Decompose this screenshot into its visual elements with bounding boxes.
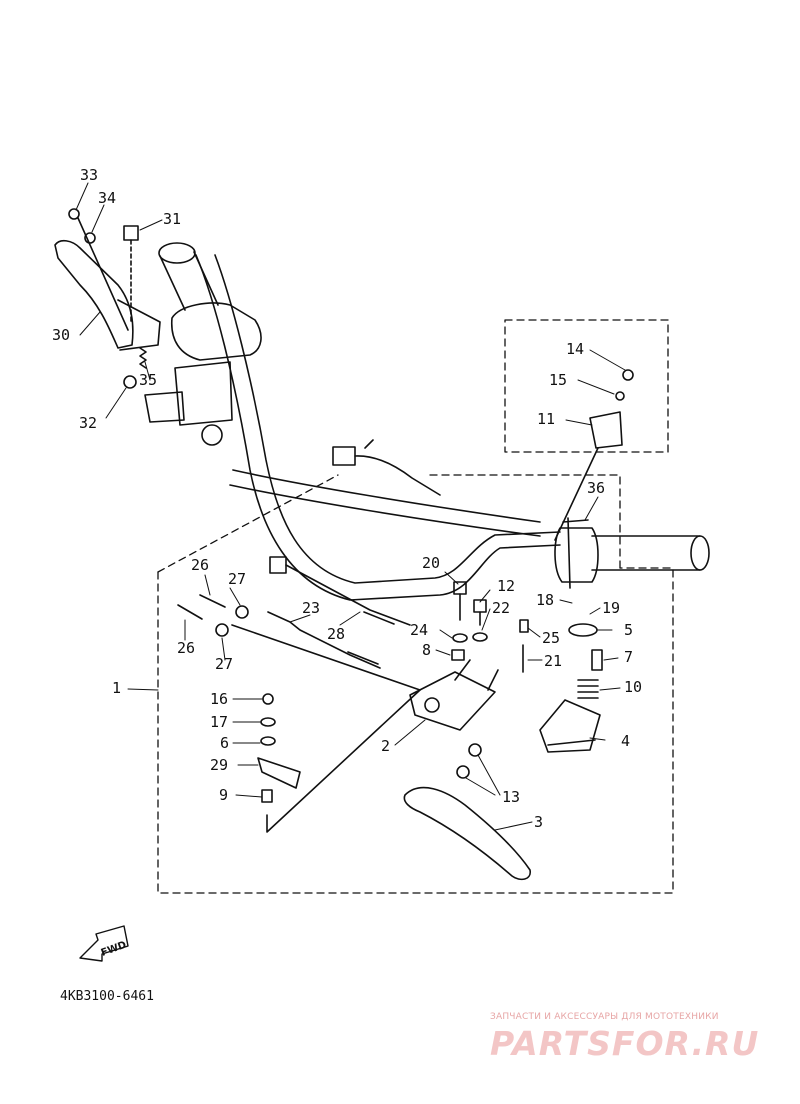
part-32-nut: [123, 375, 137, 389]
assembly-boundary-switch: [504, 319, 669, 453]
assembly-boundary-main: [157, 474, 674, 894]
diagram-code: 4KB3100-6461: [60, 989, 154, 1004]
fwd-arrow-icon: [79, 925, 129, 962]
callout-31: 31: [163, 210, 182, 228]
part-7-plunger: [591, 649, 603, 671]
part-11-switch: [554, 411, 623, 541]
part-31-bolt: [123, 225, 139, 323]
part-33-34-screw-washer: [68, 208, 129, 331]
left-grip: [144, 242, 262, 446]
callout-33: 33: [80, 166, 99, 184]
switch-wire: [332, 439, 441, 496]
callout-13: 13: [502, 788, 521, 806]
callout-16: 16: [210, 690, 229, 708]
callout-6: 6: [220, 734, 230, 752]
part-36-throttle-housing: [554, 517, 710, 589]
part-24-22-8-washers: [451, 632, 488, 661]
callout-18: 18: [536, 591, 555, 609]
handlebar: [195, 254, 561, 601]
fwd-arrow-label: FWD: [100, 940, 128, 959]
callout-7: 7: [624, 648, 634, 666]
part-3-brake-lever: [403, 786, 531, 881]
callout-2: 2: [381, 737, 391, 755]
callout-10: 10: [624, 678, 643, 696]
callout-25: 25: [542, 629, 561, 647]
callout-4: 4: [621, 732, 631, 750]
part-14-15-screw-washer: [615, 369, 634, 401]
callout-26-lower: 26: [177, 639, 196, 657]
callout-26-upper: 26: [191, 556, 210, 574]
callout-36: 36: [587, 479, 606, 497]
callout-15: 15: [549, 371, 568, 389]
callout-20: 20: [422, 554, 441, 572]
part-26-27-adjusters: [177, 594, 249, 637]
callout-32: 32: [79, 414, 98, 432]
callout-14: 14: [566, 340, 585, 358]
part-30-lever: [54, 239, 161, 351]
part-2-master-cylinder: [409, 659, 499, 731]
callout-11: 11: [537, 410, 556, 428]
callout-27-lower: 27: [215, 655, 234, 673]
callout-30: 30: [52, 326, 71, 344]
callout-22: 22: [492, 599, 511, 617]
part-4-bracket: [539, 699, 601, 753]
callout-9: 9: [219, 786, 229, 804]
part-20-12-bolts: [453, 581, 487, 626]
part-9-screw: [261, 689, 421, 833]
callout-21: 21: [544, 652, 563, 670]
callout-29: 29: [210, 756, 229, 774]
callout-34: 34: [98, 189, 117, 207]
part-5-plate: [568, 623, 598, 637]
callout-23: 23: [302, 599, 321, 617]
part-10-spring: [577, 679, 599, 699]
part-29-switch: [257, 757, 301, 789]
callout-24: 24: [410, 621, 429, 639]
part-25-21-pins: [519, 619, 529, 673]
callout-28: 28: [327, 625, 346, 643]
part-35-spring: [139, 347, 147, 369]
watermark-subtitle: ЗАПЧАСТИ И АКСЕССУАРЫ ДЛЯ МОТОТЕХНИКИ: [490, 1012, 719, 1022]
callout-3: 3: [534, 813, 544, 831]
part-23-28-cable: [231, 556, 421, 691]
part-16-17-6-screw-washers: [260, 693, 276, 746]
callout-35: 35: [139, 371, 158, 389]
callout-27-upper: 27: [228, 570, 247, 588]
callout-19: 19: [602, 599, 621, 617]
callout-5: 5: [624, 621, 634, 639]
callout-12: 12: [497, 577, 516, 595]
callout-8: 8: [422, 641, 432, 659]
watermark-logo: PARTSFOR.RU: [490, 1024, 760, 1063]
part-13-nut: [456, 743, 482, 779]
leader-lines: [75, 182, 626, 831]
callout-1: 1: [112, 679, 122, 697]
callout-17: 17: [210, 713, 229, 731]
